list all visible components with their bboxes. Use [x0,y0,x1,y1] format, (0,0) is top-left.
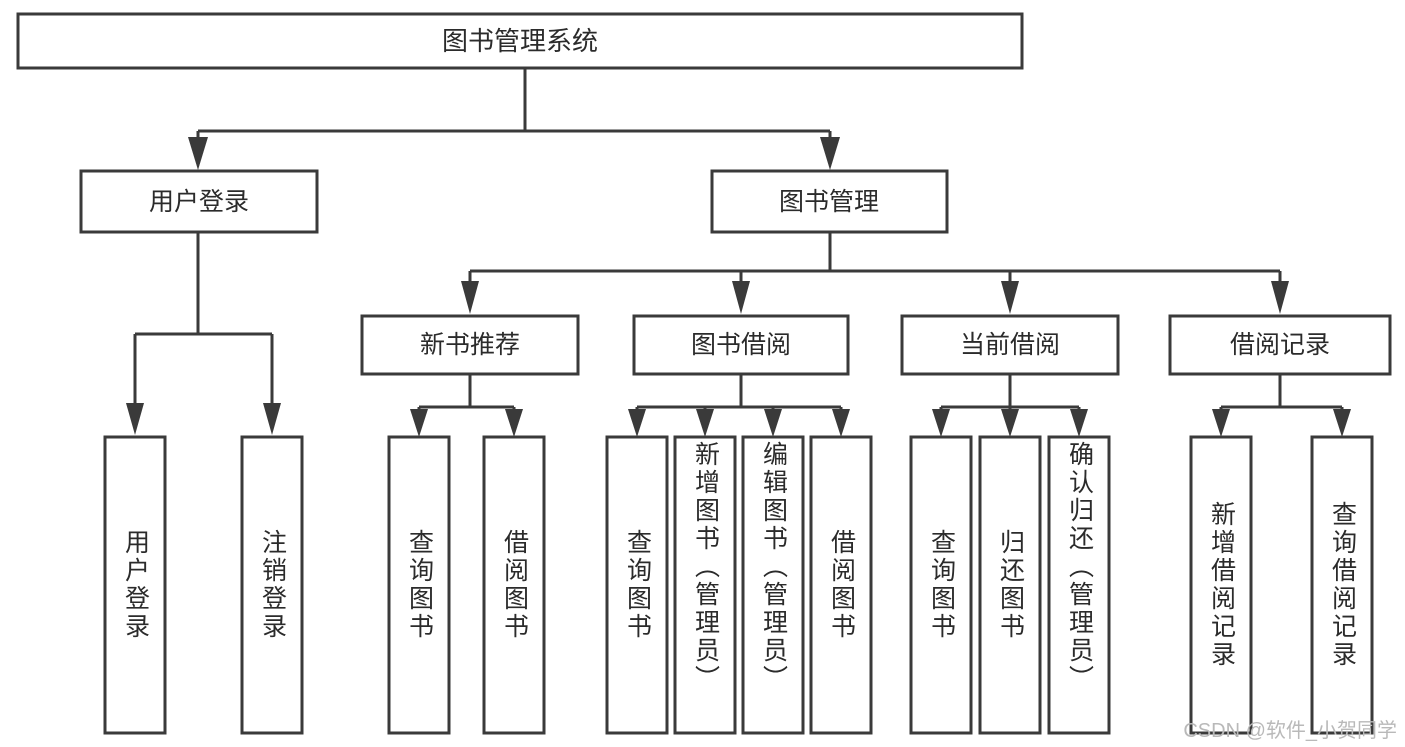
arrow-head-leaf-add-book [696,409,714,437]
leaf-box-edit-book[interactable] [741,435,805,735]
node-root[interactable]: 图书管理系统 [16,12,1024,70]
book-borrow-box[interactable] [632,314,850,376]
arrow-head-new-book-recommend [461,281,479,314]
arrow-head-leaf-return-book [1001,409,1019,437]
edges-layer [126,68,1351,437]
leaf-box-query-book-2[interactable] [605,435,669,735]
leaf-box-add-book[interactable] [673,435,737,735]
node-borrow-record[interactable]: 借阅记录 [1168,314,1392,376]
new-book-recommend-label: 新书推荐 [420,331,520,359]
borrow-record-box[interactable] [1168,314,1392,376]
current-borrow-box[interactable] [900,314,1120,376]
leaf-box-query-book-3[interactable] [909,435,973,735]
arrow-head-leaf-logout-login [263,403,281,435]
arrow-head-leaf-query-record [1333,409,1351,437]
user-login-box[interactable] [79,169,319,234]
leaf-box-logout-login[interactable] [240,435,304,735]
arrow-head-leaf-user-login [126,403,144,435]
new-book-recommend-box[interactable] [360,314,580,376]
arrow-head-leaf-query-book-2 [628,409,646,437]
root-box[interactable] [16,12,1024,70]
arrow-head-leaf-query-book-1 [410,409,428,437]
node-book-management[interactable]: 图书管理 [710,169,949,234]
user-login-label: 用户登录 [149,188,249,216]
book-management-box[interactable] [710,169,949,234]
leaf-box-confirm-return[interactable] [1047,435,1111,735]
arrow-head-book-management [820,137,840,170]
book-borrow-label: 图书借阅 [691,331,791,359]
arrow-head-current-borrow [1001,281,1019,314]
arrow-head-leaf-borrow-book-2 [832,409,850,437]
leaf-box-borrow-book-1[interactable] [482,435,546,735]
book-management-label: 图书管理 [779,188,879,216]
leaf-box-return-book[interactable] [978,435,1042,735]
current-borrow-label: 当前借阅 [960,331,1060,359]
node-current-borrow[interactable]: 当前借阅 [900,314,1120,376]
root-label: 图书管理系统 [442,26,598,56]
arrow-head-leaf-query-book-3 [932,409,950,437]
leaf-box-borrow-book-2[interactable] [809,435,873,735]
leaf-boxes-layer [103,435,1374,735]
arrow-head-leaf-confirm-return [1070,409,1088,437]
borrow-record-label: 借阅记录 [1230,331,1330,359]
node-user-login[interactable]: 用户登录 [79,169,319,234]
leaf-box-query-book-1[interactable] [387,435,451,735]
node-book-borrow[interactable]: 图书借阅 [632,314,850,376]
arrow-head-borrow-record [1271,281,1289,314]
arrow-head-user-login [188,137,208,170]
node-new-book-recommend[interactable]: 新书推荐 [360,314,580,376]
arrow-head-leaf-add-record [1212,409,1230,437]
leaf-box-add-record[interactable] [1189,435,1253,735]
arrow-head-leaf-borrow-book-1 [505,409,523,437]
leaf-box-user-login[interactable] [103,435,167,735]
arrow-head-leaf-edit-book [764,409,782,437]
arrow-head-book-borrow [732,281,750,314]
leaf-box-query-record[interactable] [1310,435,1374,735]
